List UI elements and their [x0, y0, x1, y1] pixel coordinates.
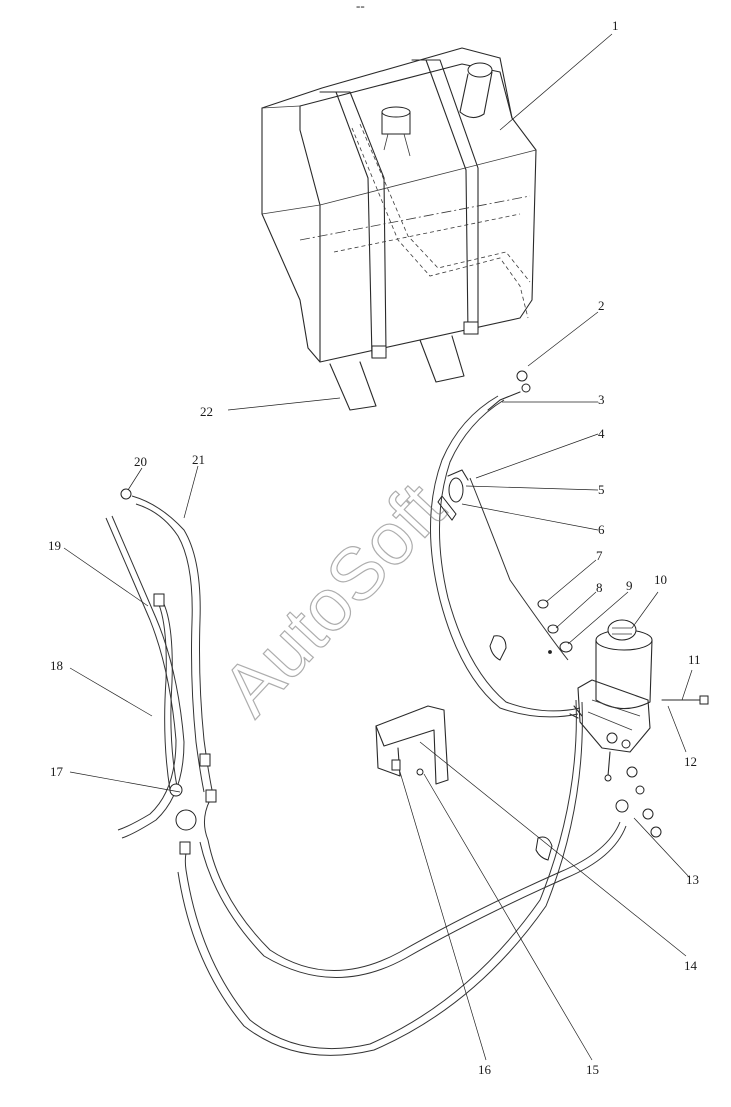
callout-labels: 1 2 3 4 5 6 7 8 9 10 11 12 13 14 15 16 1… — [48, 18, 701, 1077]
callout-3: 3 — [598, 392, 605, 407]
callout-8: 8 — [596, 580, 603, 595]
callout-6: 6 — [598, 522, 605, 537]
fuel-tank — [261, 47, 537, 411]
callout-15: 15 — [586, 1062, 599, 1077]
callout-14: 14 — [684, 958, 698, 973]
callout-10: 10 — [654, 572, 667, 587]
callout-9: 9 — [626, 578, 633, 593]
mounting-bracket — [375, 705, 449, 785]
fuel-filter-assembly — [437, 370, 709, 838]
fuel-lines — [105, 395, 627, 1056]
callout-16: 16 — [478, 1062, 492, 1077]
hose-clamp — [535, 836, 553, 861]
leader-lines — [63, 33, 693, 1061]
watermark: AutoSoft — [206, 466, 461, 731]
callout-20: 20 — [134, 454, 147, 469]
callout-13: 13 — [686, 872, 699, 887]
callout-12: 12 — [684, 754, 697, 769]
callout-11: 11 — [688, 652, 701, 667]
callout-18: 18 — [50, 658, 63, 673]
callout-4: 4 — [598, 426, 605, 441]
callout-19: 19 — [48, 538, 61, 553]
callout-22: 22 — [200, 404, 213, 419]
callout-7: 7 — [596, 548, 603, 563]
hose-clip — [489, 635, 507, 661]
callout-5: 5 — [598, 482, 605, 497]
callout-1: 1 — [612, 18, 619, 33]
callout-21: 21 — [192, 452, 205, 467]
callout-17: 17 — [50, 764, 64, 779]
header-text: -- — [356, 0, 365, 13]
callout-2: 2 — [598, 298, 605, 313]
